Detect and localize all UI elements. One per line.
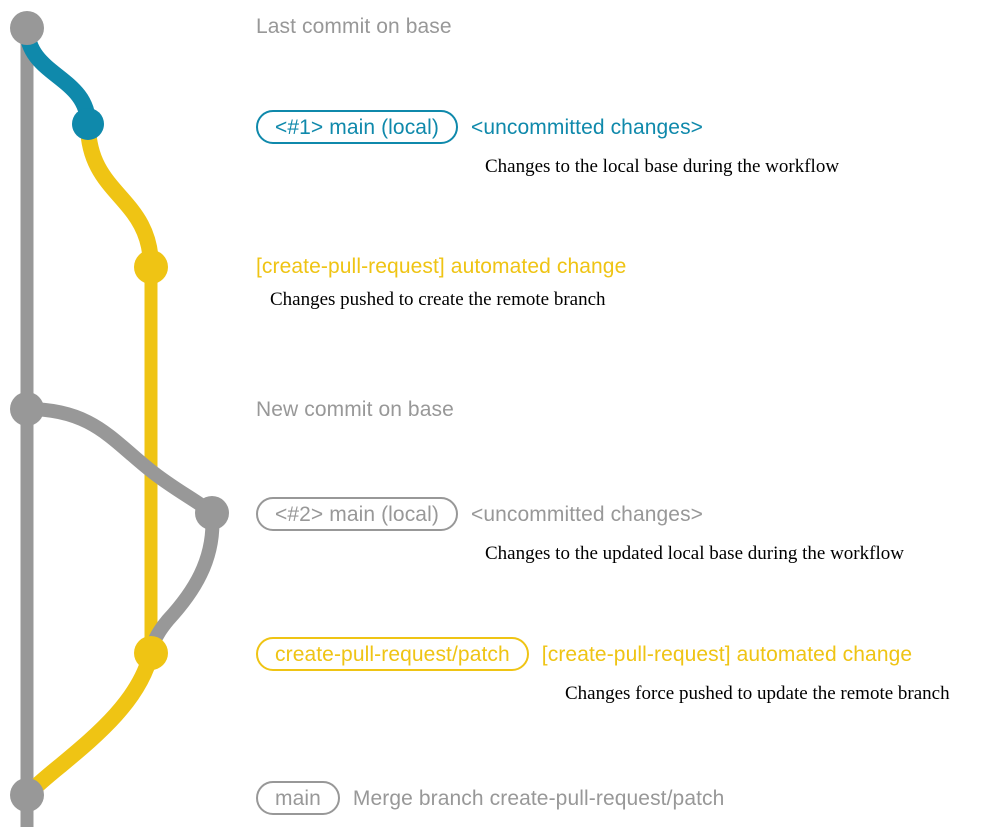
commit-node-base-2 bbox=[10, 392, 44, 426]
commit-node-local-2 bbox=[195, 496, 229, 530]
commit-description-automated-change-1: Changes pushed to create the remote bran… bbox=[270, 289, 606, 310]
branch-pill-local-2[interactable]: <#2> main (local) bbox=[256, 497, 458, 531]
edge-local-1-to-patch-1 bbox=[80, 116, 159, 275]
branch-pill-patch-2[interactable]: create-pull-request/patch bbox=[256, 637, 529, 671]
row-local-changes-1: <#1> main (local) <uncommitted changes> … bbox=[256, 110, 839, 176]
commit-message-new-commit-on-base: New commit on base bbox=[256, 398, 454, 421]
commit-message-local-changes-1: <uncommitted changes> bbox=[470, 115, 704, 139]
commit-node-patch-1 bbox=[134, 250, 168, 284]
commit-description-local-changes-2: Changes to the updated local base during… bbox=[485, 543, 904, 564]
row-last-commit-on-base: Last commit on base bbox=[256, 16, 452, 37]
edge-base-to-local-2 bbox=[20, 402, 219, 520]
commit-node-merge bbox=[10, 778, 44, 812]
row-local-changes-2: <#2> main (local) <uncommitted changes> … bbox=[256, 497, 904, 563]
row-automated-change-2: create-pull-request/patch [create-pull-r… bbox=[256, 637, 950, 703]
row-automated-change-1: [create-pull-request] automated change C… bbox=[256, 256, 626, 309]
commit-node-local-1 bbox=[72, 108, 104, 140]
commit-description-automated-change-2: Changes force pushed to update the remot… bbox=[565, 683, 950, 704]
branch-pill-local-1[interactable]: <#1> main (local) bbox=[256, 110, 458, 144]
commit-message-merge-commit: Merge branch create-pull-request/patch bbox=[352, 786, 725, 810]
commit-node-patch-2 bbox=[134, 636, 168, 670]
row-new-commit-on-base: New commit on base bbox=[256, 399, 454, 420]
commit-node-base-1 bbox=[10, 11, 44, 45]
branch-pill-main[interactable]: main bbox=[256, 781, 340, 815]
commit-message-last-commit-on-base: Last commit on base bbox=[256, 15, 452, 38]
commit-message-automated-change-1: [create-pull-request] automated change bbox=[256, 255, 627, 278]
commit-message-local-changes-2: <uncommitted changes> bbox=[470, 502, 704, 526]
commit-description-local-changes-1: Changes to the local base during the wor… bbox=[485, 156, 840, 177]
commit-message-automated-change-2: [create-pull-request] automated change bbox=[541, 642, 913, 666]
row-merge-commit: main Merge branch create-pull-request/pa… bbox=[256, 781, 724, 815]
